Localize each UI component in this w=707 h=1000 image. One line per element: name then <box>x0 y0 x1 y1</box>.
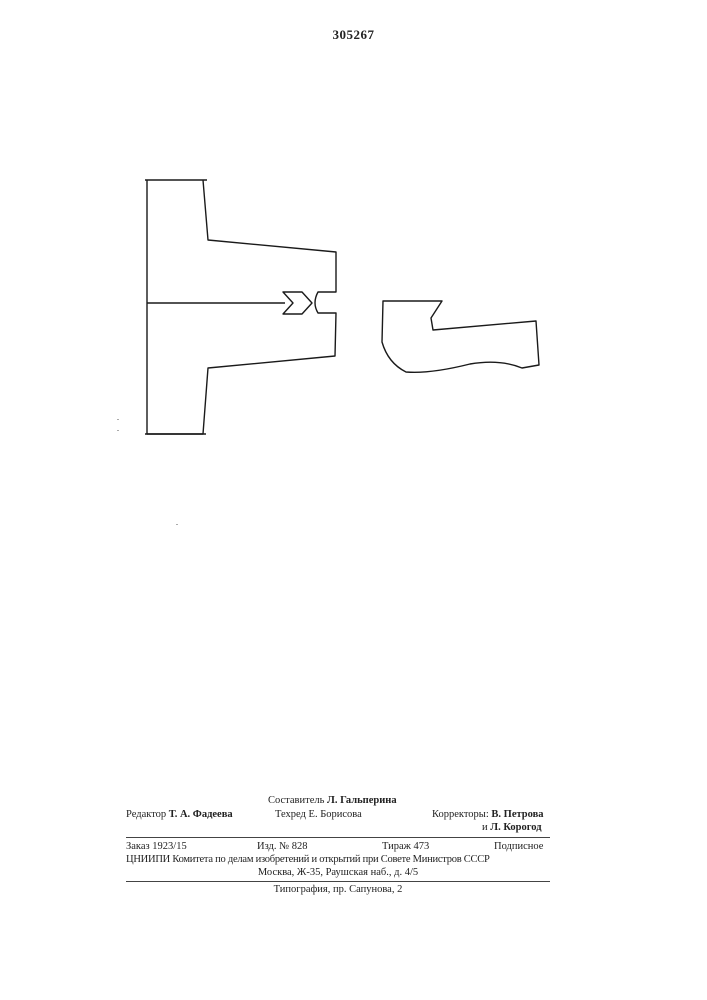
order-number: Заказ 1923/15 <box>126 840 187 853</box>
printing-house: Типография, пр. Сапунова, 2 <box>126 883 550 896</box>
subscription: Подписное <box>494 840 543 853</box>
divider <box>126 881 550 882</box>
print-run: Тираж 473 <box>382 840 429 853</box>
scan-speck <box>117 430 119 431</box>
corrector-conj: и <box>482 822 488 833</box>
scan-speck <box>117 419 119 420</box>
compiler-name: Л. Гальперина <box>327 795 397 806</box>
techred-label: Техред <box>275 809 306 820</box>
publisher-line-2: Москва, Ж-35, Раушская наб., д. 4/5 <box>126 866 550 879</box>
edition-number: Изд. № 828 <box>257 840 308 853</box>
v-notch <box>283 292 312 314</box>
corrector-2: Л. Корогод <box>490 822 541 833</box>
compiler-label: Составитель <box>268 795 324 806</box>
corrector-1: В. Петрова <box>491 809 543 820</box>
editor-name: Т. А. Фадеева <box>169 809 233 820</box>
editor-label: Редактор <box>126 809 166 820</box>
techred-name: Е. Борисова <box>309 809 362 820</box>
divider <box>126 837 550 838</box>
scan-speck <box>176 524 178 525</box>
publisher-line-1: ЦНИИПИ Комитета по делам изобретений и о… <box>126 853 550 866</box>
hook-piece-outline <box>382 301 539 372</box>
correctors-label: Корректоры: <box>432 809 489 820</box>
